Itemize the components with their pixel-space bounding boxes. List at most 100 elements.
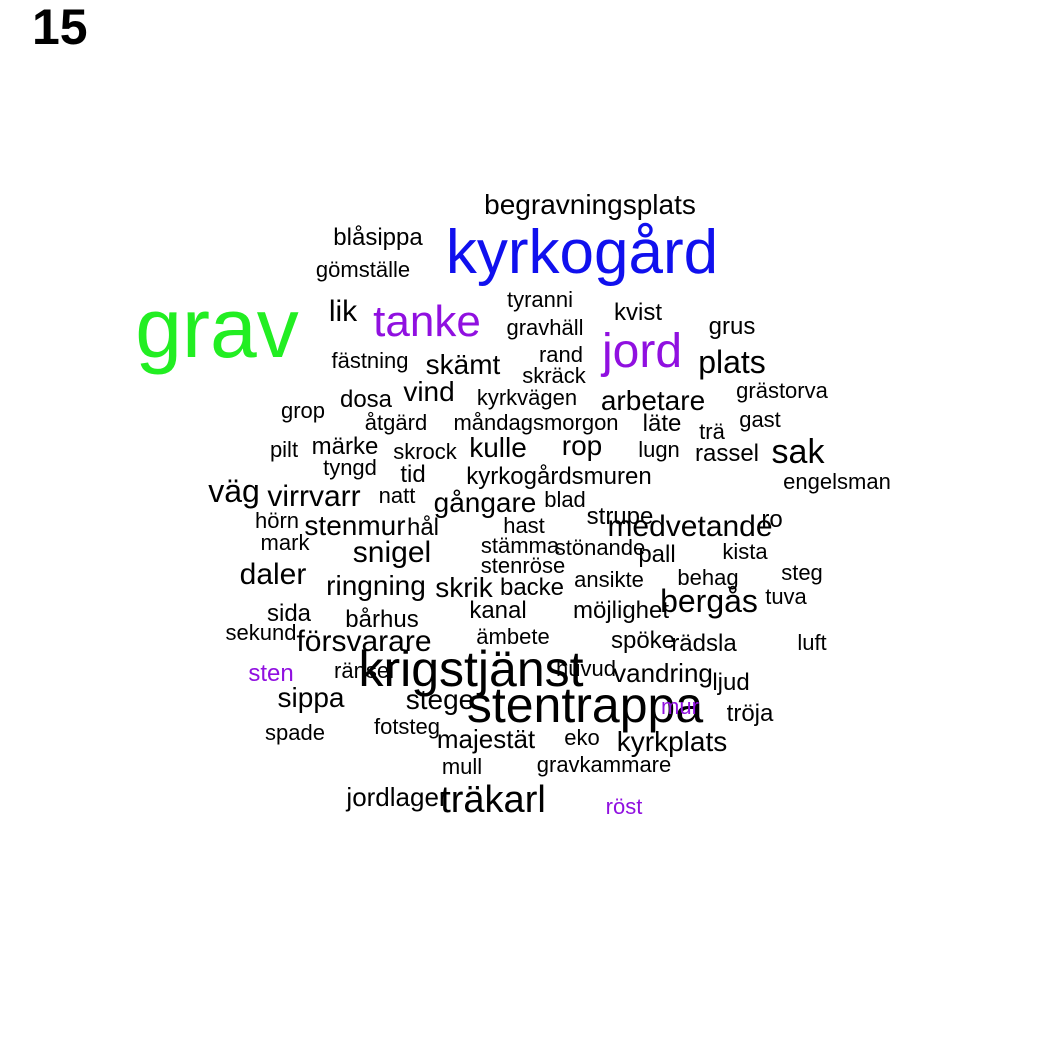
word-spade: spade bbox=[265, 720, 325, 745]
word-vandring: vandring bbox=[613, 658, 713, 688]
page-number: 15 bbox=[32, 0, 88, 55]
word-stamma: stämma bbox=[480, 533, 560, 558]
word-arbetare: arbetare bbox=[600, 385, 706, 416]
word-stenrose: stenröse bbox=[480, 553, 566, 578]
word-jordlager: jordlager bbox=[346, 782, 448, 812]
word-pilt: pilt bbox=[269, 437, 299, 462]
word-grus: grus bbox=[708, 313, 756, 340]
word-medvetande: medvetande bbox=[607, 510, 773, 543]
word-skrack: skräck bbox=[522, 363, 586, 388]
word-grav: grav bbox=[135, 281, 299, 375]
word-lik: lik bbox=[328, 295, 358, 328]
word-blasippa: blåsippa bbox=[333, 224, 423, 251]
word-sippa: sippa bbox=[277, 682, 345, 713]
word-marke: märke bbox=[311, 433, 379, 460]
word-hal: hål bbox=[406, 514, 440, 541]
word-sten: sten bbox=[248, 660, 294, 687]
word-kyrkvagen: kyrkvägen bbox=[476, 385, 578, 410]
word-engelsman: engelsman bbox=[783, 469, 891, 494]
word-huvud: huvud bbox=[556, 656, 616, 681]
word-luft: luft bbox=[797, 630, 827, 655]
word-eko: eko bbox=[564, 725, 600, 750]
word-skamt: skämt bbox=[425, 349, 501, 380]
word-kyrkplats: kyrkplats bbox=[616, 726, 728, 757]
word-tyngd: tyngd bbox=[323, 455, 377, 480]
word-spoke: spöke bbox=[610, 627, 676, 654]
word-rost: röst bbox=[605, 794, 643, 819]
word-backe: backe bbox=[499, 574, 565, 601]
word-tid: tid bbox=[400, 461, 426, 488]
word-snigel: snigel bbox=[352, 536, 432, 569]
word-kyrkogard: kyrkogård bbox=[445, 218, 719, 287]
word-pall: pall bbox=[638, 541, 676, 568]
word-tuva: tuva bbox=[765, 584, 807, 609]
word-gomstalle: gömställe bbox=[315, 257, 411, 282]
word-mojlighet: möjlighet bbox=[572, 597, 670, 624]
word-bergas: bergås bbox=[660, 583, 758, 619]
word-tyranni: tyranni bbox=[506, 287, 574, 312]
word-mandagsmorgon: måndagsmorgon bbox=[453, 410, 619, 435]
word-ansikte: ansikte bbox=[574, 567, 644, 592]
word-behag: behag bbox=[677, 565, 739, 590]
word-kvist: kvist bbox=[614, 299, 662, 326]
word-vind: vind bbox=[403, 376, 455, 407]
word-grastorva: grästorva bbox=[736, 378, 828, 403]
word-daler: daler bbox=[239, 558, 307, 591]
word-strupe: strupe bbox=[586, 503, 654, 530]
word-hast: hast bbox=[503, 513, 545, 538]
word-skrik: skrik bbox=[435, 572, 493, 603]
word-jord: jord bbox=[601, 325, 683, 378]
word-virrvarr: virrvarr bbox=[267, 480, 361, 513]
word-stentrappa: stentrappa bbox=[466, 677, 704, 733]
word-skrock: skrock bbox=[393, 439, 457, 464]
word-mur: mur bbox=[661, 694, 699, 719]
word-troja: tröja bbox=[726, 700, 774, 727]
word-grop: grop bbox=[280, 398, 326, 423]
word-sida: sida bbox=[266, 600, 312, 627]
word-stenmur: stenmur bbox=[304, 510, 406, 541]
word-lugn: lugn bbox=[638, 437, 680, 462]
word-late: läte bbox=[642, 410, 682, 437]
word-blad: blad bbox=[544, 487, 586, 512]
word-steg: steg bbox=[781, 560, 823, 585]
word-gravkammare: gravkammare bbox=[536, 752, 672, 777]
word-tanke: tanke bbox=[373, 297, 481, 346]
word-kulle: kulle bbox=[469, 432, 527, 463]
word-forsvarare: försvarare bbox=[296, 625, 432, 658]
word-vag: väg bbox=[208, 473, 260, 509]
word-kyrkogardsmuren: kyrkogårdsmuren bbox=[466, 463, 652, 490]
word-rassel: rassel bbox=[694, 440, 760, 467]
word-ljud: ljud bbox=[712, 669, 750, 696]
word-sak: sak bbox=[771, 433, 825, 471]
word-mull: mull bbox=[441, 754, 483, 779]
word-natt: natt bbox=[378, 483, 416, 508]
word-rand: rand bbox=[538, 342, 584, 367]
word-gangare: gångare bbox=[433, 487, 537, 518]
word-mark: mark bbox=[260, 530, 310, 555]
word-barhus: bårhus bbox=[345, 606, 419, 633]
word-stege: stege bbox=[405, 684, 475, 715]
word-plats: plats bbox=[698, 344, 766, 380]
word-rop: rop bbox=[561, 430, 603, 461]
word-sekund: sekund bbox=[225, 620, 297, 645]
word-begravningsplats: begravningsplats bbox=[484, 189, 696, 220]
word-kista: kista bbox=[722, 539, 768, 564]
word-horn: hörn bbox=[254, 508, 300, 533]
word-atgard: åtgärd bbox=[364, 410, 428, 435]
word-radsla: rädsla bbox=[671, 630, 737, 657]
word-fastning: fästning bbox=[331, 348, 409, 373]
word-ro: ro bbox=[761, 506, 783, 533]
word-ambete: ämbete bbox=[476, 624, 550, 649]
word-dosa: dosa bbox=[339, 386, 393, 413]
word-gast: gast bbox=[739, 407, 781, 432]
word-kanal: kanal bbox=[469, 597, 527, 624]
word-majestat: majestät bbox=[436, 724, 536, 754]
word-ringning: ringning bbox=[326, 570, 426, 601]
word-ransel: ränsel bbox=[334, 658, 394, 683]
word-trakarl: träkarl bbox=[440, 779, 546, 821]
word-stonande: stönande bbox=[554, 535, 646, 560]
word-fotsteg: fotsteg bbox=[373, 714, 441, 739]
word-tra: trä bbox=[699, 419, 725, 444]
word-gravhall: gravhäll bbox=[506, 315, 584, 340]
